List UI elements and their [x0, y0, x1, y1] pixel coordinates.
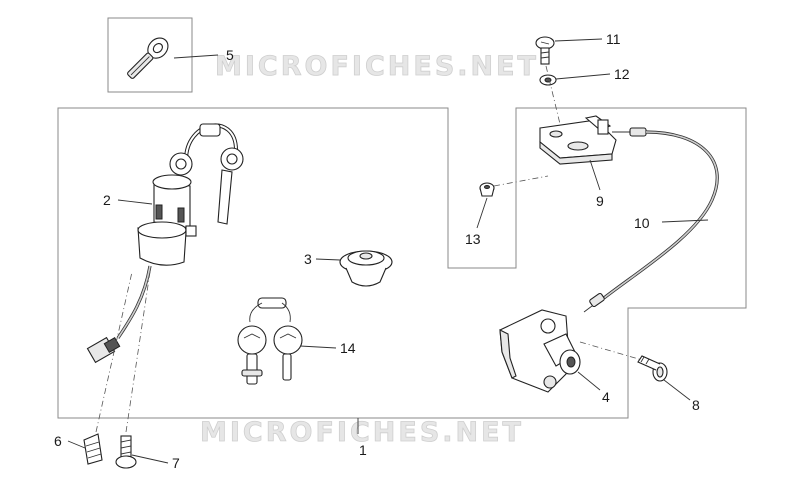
callout-9: 9	[596, 193, 604, 209]
centerline-screw-11	[545, 65, 561, 125]
callout-12: 12	[614, 66, 630, 82]
screw-washer-part	[637, 355, 668, 382]
callout-6: 6	[54, 433, 62, 449]
centerline-grommet-13	[493, 175, 549, 187]
watermark-top: MICROFICHES.NET	[215, 51, 539, 82]
callout-4: 4	[602, 389, 610, 405]
leader-14	[299, 345, 337, 349]
leader-10	[661, 219, 709, 223]
set-screw-part	[83, 433, 103, 465]
callout-11: 11	[606, 31, 621, 47]
key-blank-box	[107, 17, 193, 93]
leader-4	[577, 371, 601, 391]
key-blank-part	[127, 37, 169, 79]
leader-2	[117, 199, 153, 205]
callout-13: 13	[465, 231, 481, 247]
callout-7: 7	[172, 455, 180, 471]
leader-5	[173, 54, 219, 59]
grommet-part	[479, 182, 495, 197]
seat-lock-part	[499, 309, 581, 393]
callout-3: 3	[304, 251, 312, 267]
callout-1: 1	[359, 442, 367, 458]
centerline-screw-6	[95, 271, 133, 433]
centerline-bolt-7	[125, 271, 151, 433]
leader-11	[554, 38, 603, 42]
washer-part	[539, 74, 557, 86]
key-set-part	[237, 297, 303, 385]
watermark-bottom: MICROFICHES.NET	[200, 417, 524, 448]
callout-10: 10	[634, 215, 650, 231]
leader-9	[589, 159, 601, 191]
shear-bolt-part	[115, 435, 137, 469]
release-cable-part	[583, 127, 719, 313]
callout-2: 2	[103, 192, 111, 208]
leader-12	[555, 73, 611, 80]
lock-bracket-part	[539, 115, 617, 165]
callout-5: 5	[226, 47, 234, 63]
leader-3	[315, 258, 341, 261]
leader-6	[67, 440, 86, 449]
centerline-screw-8	[579, 341, 643, 361]
cap-plug-part	[339, 250, 393, 287]
callout-8: 8	[692, 397, 700, 413]
leader-8	[663, 379, 691, 401]
assembly-frame	[57, 107, 747, 419]
screw-top-part	[535, 36, 555, 65]
leader-13	[476, 197, 488, 229]
leader-7	[131, 454, 169, 464]
callout-14: 14	[340, 340, 356, 356]
ignition-switch-part	[86, 123, 244, 364]
